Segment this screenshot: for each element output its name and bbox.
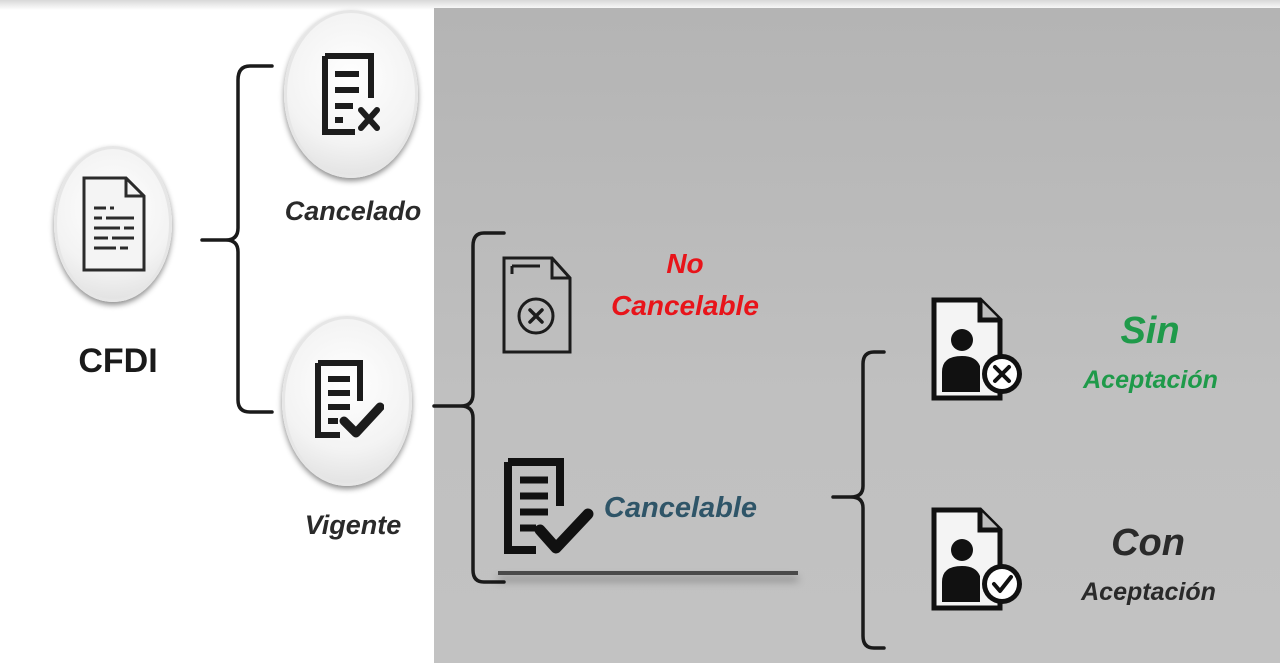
document-check-icon <box>504 458 594 554</box>
no-cancelable-label-line2: Cancelable <box>611 290 759 321</box>
cancelado-node[interactable] <box>284 10 418 178</box>
vigente-node[interactable] <box>282 316 412 486</box>
document-icon <box>82 176 146 272</box>
bracket-cfdi <box>200 64 274 414</box>
sin-aceptacion-label: Aceptación <box>1083 366 1218 394</box>
vigente-label: Vigente <box>304 510 402 540</box>
bracket-cancelable <box>831 350 886 650</box>
cfdi-node[interactable] <box>54 146 172 302</box>
sin-label: Sin <box>1120 310 1180 352</box>
con-label: Con <box>1111 522 1185 564</box>
divider-line <box>498 571 798 575</box>
no-cancelable-node[interactable] <box>500 250 576 358</box>
cancelado-label: Cancelado <box>284 196 422 226</box>
user-document-check-icon <box>931 507 1022 611</box>
no-cancelable-label-line1: No <box>666 248 704 279</box>
file-x-circle-icon <box>502 256 572 354</box>
user-document-x-icon <box>931 297 1022 401</box>
cancelable-node[interactable] <box>502 456 594 562</box>
sin-aceptacion-node[interactable] <box>930 296 1026 402</box>
bracket-vigente <box>432 231 506 584</box>
document-cancelled-icon <box>322 53 380 135</box>
cancelable-label: Cancelable <box>603 492 758 524</box>
con-aceptacion-label: Aceptación <box>1081 578 1216 606</box>
top-shadow <box>0 0 1280 10</box>
document-valid-icon <box>315 360 384 438</box>
con-aceptacion-node[interactable] <box>930 506 1026 612</box>
gray-panel <box>434 8 1280 663</box>
cfdi-label: CFDI <box>78 342 158 380</box>
